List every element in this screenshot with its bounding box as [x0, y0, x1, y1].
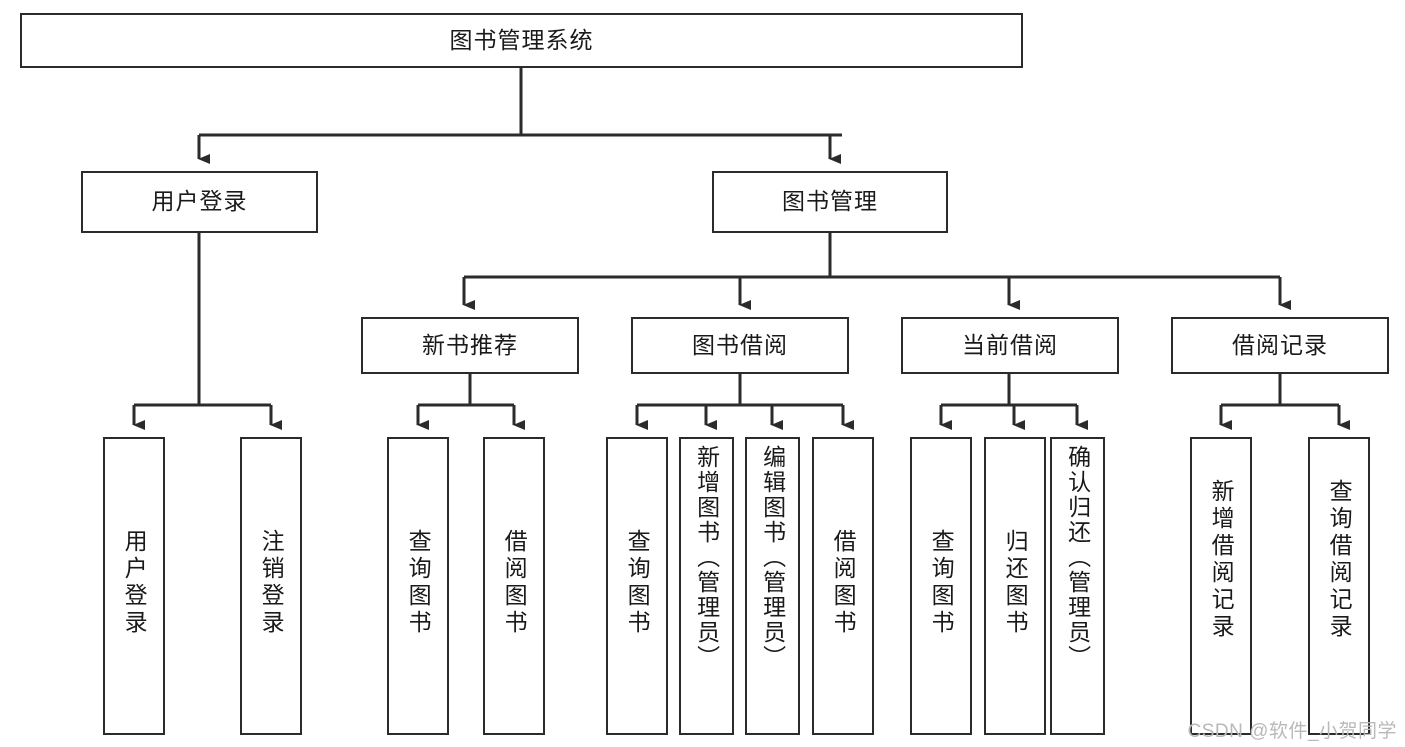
node-label: 用户登录 [121, 529, 148, 637]
node-label: 确认归还（管理员） [1064, 445, 1091, 670]
node-label: 借阅记录 [1232, 331, 1328, 358]
node-book-manage[interactable]: 图书管理 [712, 171, 948, 233]
node-leaf-rec-borrow[interactable]: 借阅图书 [483, 437, 545, 735]
node-root-system[interactable]: 图书管理系统 [20, 13, 1023, 68]
node-new-book-rec[interactable]: 新书推荐 [361, 317, 579, 374]
node-label: 新书推荐 [422, 331, 518, 358]
node-label: 当前借阅 [962, 331, 1058, 358]
node-label: 查询图书 [405, 529, 432, 637]
node-label: 编辑图书（管理员） [759, 445, 786, 670]
node-label: 图书借阅 [692, 331, 788, 358]
node-leaf-borrow-edit[interactable]: 编辑图书（管理员） [745, 437, 800, 735]
node-leaf-borrow-lend[interactable]: 借阅图书 [812, 437, 874, 735]
node-label: 新增图书（管理员） [693, 445, 720, 670]
csdn-watermark: CSDN @软件_小贺同学 [1187, 721, 1397, 742]
node-leaf-rec-query[interactable]: 查询图书 [387, 437, 449, 735]
node-label: 借阅图书 [830, 529, 857, 637]
node-leaf-rec-query2[interactable]: 查询借阅记录 [1308, 437, 1370, 735]
node-borrow-record[interactable]: 借阅记录 [1171, 317, 1389, 374]
node-leaf-rec-add[interactable]: 新增借阅记录 [1190, 437, 1252, 735]
node-label: 新增借阅记录 [1208, 479, 1235, 641]
node-label: 借阅图书 [501, 529, 528, 637]
node-label: 用户登录 [151, 188, 248, 215]
node-leaf-borrow-add[interactable]: 新增图书（管理员） [679, 437, 734, 735]
node-leaf-borrow-query[interactable]: 查询图书 [606, 437, 668, 735]
node-leaf-user-logout[interactable]: 注销登录 [240, 437, 302, 735]
node-user-login[interactable]: 用户登录 [81, 171, 318, 233]
node-label: 归还图书 [1002, 529, 1029, 637]
node-label: 图书管理系统 [449, 26, 594, 53]
node-leaf-cur-confirm[interactable]: 确认归还（管理员） [1050, 437, 1105, 735]
node-label: 注销登录 [258, 529, 285, 637]
node-label: 查询图书 [624, 529, 651, 637]
node-label: 查询图书 [928, 529, 955, 637]
node-leaf-cur-return[interactable]: 归还图书 [984, 437, 1046, 735]
node-leaf-cur-query[interactable]: 查询图书 [910, 437, 972, 735]
node-label: 查询借阅记录 [1326, 479, 1353, 641]
node-current-borrow[interactable]: 当前借阅 [901, 317, 1119, 374]
node-label: 图书管理 [782, 188, 878, 215]
node-leaf-user-login[interactable]: 用户登录 [103, 437, 165, 735]
node-book-borrow[interactable]: 图书借阅 [631, 317, 849, 374]
